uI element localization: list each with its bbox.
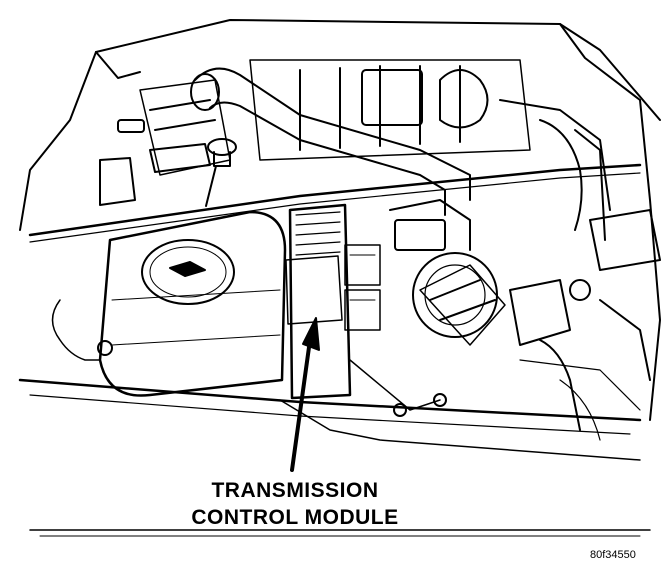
radiator-support bbox=[18, 359, 642, 461]
coolant-reservoir bbox=[51, 210, 287, 397]
dipstick-cap bbox=[205, 138, 237, 207]
firewall-components bbox=[249, 59, 611, 241]
bottom-rules bbox=[29, 529, 651, 537]
callout-arrow bbox=[290, 317, 320, 472]
distributor bbox=[389, 199, 506, 346]
radiator-hose bbox=[190, 67, 471, 216]
callout-label-line2: CONTROL MODULE bbox=[191, 506, 399, 529]
right-side-components bbox=[509, 209, 661, 441]
cross-cable bbox=[28, 163, 642, 243]
transmission-control-module bbox=[285, 203, 381, 400]
callout-label-line1: TRANSMISSION bbox=[211, 479, 379, 502]
figure-id: 80f34550 bbox=[590, 549, 636, 561]
